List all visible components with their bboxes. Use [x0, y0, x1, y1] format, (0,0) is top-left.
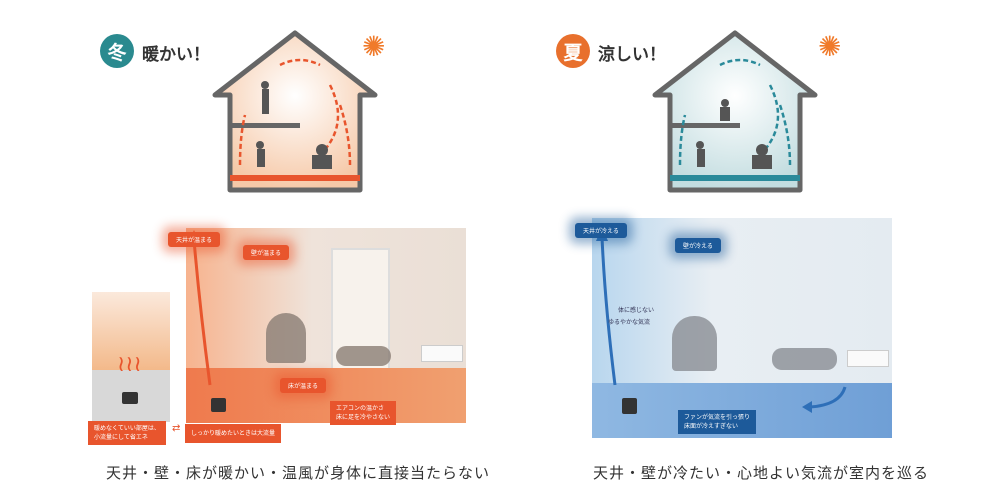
- warm-air-arrow: [188, 230, 212, 386]
- person-lying: [336, 346, 391, 366]
- winter-small-room: ≀≀≀: [92, 292, 170, 422]
- summer-house-diagram: [652, 30, 818, 193]
- label-small-line1: 暖めなくていい部屋は、: [94, 425, 160, 432]
- heat-waves-icon: ≀≀≀: [117, 352, 142, 377]
- sun-icon: ✺: [362, 30, 386, 63]
- controller-icon: [622, 398, 637, 414]
- sun-icon: ✺: [818, 30, 842, 63]
- winter-badge: 冬: [100, 34, 134, 68]
- label-fan-line1: ファンが気流を引っ張り: [684, 414, 751, 421]
- label-floor: 床が温まる: [280, 378, 327, 393]
- summer-title: 涼しい！: [598, 45, 666, 65]
- person-sitting: [672, 316, 717, 371]
- floor: [186, 368, 466, 423]
- label-breeze-line1: 体に感じない: [618, 307, 655, 314]
- double-arrow-icon: ⇄: [172, 423, 181, 434]
- floor-unit: [421, 345, 463, 362]
- label-wall: 壁が冷える: [675, 238, 721, 253]
- label-ceiling: 天井が温まる: [168, 232, 221, 247]
- floor-air-arrow: [802, 386, 847, 413]
- label-breeze-line2: ゆるやかな気流: [608, 319, 651, 326]
- summer-caption: 天井・壁が冷たい・心地よい気流が室内を巡る: [593, 464, 930, 482]
- label-aircon-line2: 床に足を冷やさない: [336, 414, 391, 421]
- label-breeze: 体に感じないゆるやかな気流: [608, 305, 654, 329]
- label-wall: 壁が温まる: [243, 245, 290, 260]
- label-large-flow: しっかり暖めたいときは大流量: [185, 424, 282, 443]
- winter-title: 暖かい！: [142, 45, 210, 65]
- winter-house-diagram: [212, 30, 378, 193]
- winter-room: [186, 228, 466, 423]
- controller-icon: [211, 398, 226, 412]
- label-ceiling: 天井が冷える: [575, 223, 627, 238]
- label-small-line2: 小流量にして省エネ: [94, 434, 148, 441]
- label-fan: ファンが気流を引っ張り床面が冷えすぎない: [678, 410, 757, 434]
- person-sitting: [266, 313, 306, 363]
- person-lying: [772, 348, 837, 370]
- label-aircon-line1: エアコンの温かさ: [336, 405, 385, 412]
- label-aircon: エアコンの温かさ床に足を冷やさない: [330, 401, 397, 425]
- label-fan-line2: 床面が冷えすぎない: [684, 423, 739, 430]
- controller-icon: [122, 392, 138, 404]
- winter-caption: 天井・壁・床が暖かい・温風が身体に直接当たらない: [106, 464, 491, 482]
- floor-unit: [847, 350, 889, 367]
- summer-badge: 夏: [556, 34, 590, 68]
- window: [331, 248, 390, 387]
- label-small-flow: 暖めなくていい部屋は、小流量にして省エネ: [88, 421, 166, 445]
